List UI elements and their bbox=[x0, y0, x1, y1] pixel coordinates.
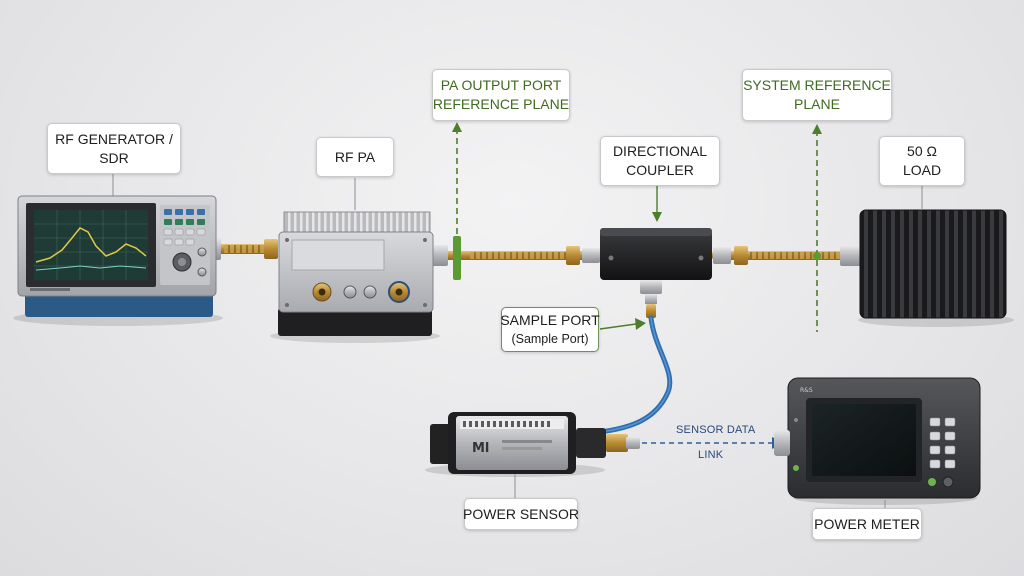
sensor-data-link-label-line-2: LINK bbox=[698, 449, 724, 461]
sample-port-label-arrow bbox=[599, 318, 646, 330]
label-rf-pa-line-1: RF PA bbox=[334, 148, 376, 165]
label-pa-output-line-2: REFERENCE PLANE bbox=[432, 96, 570, 112]
label-system-plane-line-1: SYSTEM REFERENCE bbox=[743, 77, 891, 93]
pa-front-connectors bbox=[312, 281, 410, 303]
pa-output-reference-plane bbox=[452, 122, 462, 280]
generator-keypad bbox=[160, 205, 210, 285]
label-sample-port-line-1: SAMPLE PORT bbox=[500, 311, 600, 328]
label-pa-output-reference-plane: PA OUTPUT PORT REFERENCE PLANE bbox=[432, 69, 570, 121]
label-rf-generator-line-1: RF GENERATOR / bbox=[55, 130, 173, 147]
rf-cable-generator-to-pa bbox=[205, 238, 278, 260]
label-system-reference-plane: SYSTEM REFERENCE PLANE bbox=[742, 69, 892, 121]
generator-spectrum-trace bbox=[35, 227, 147, 263]
directional-coupler-device bbox=[600, 228, 712, 318]
power-sensor-brand-text: Ml bbox=[472, 441, 489, 456]
label-power-sensor: POWER SENSOR bbox=[463, 498, 579, 530]
load-50-ohm-device bbox=[859, 209, 1007, 319]
label-coupler-line-2: COUPLER bbox=[626, 162, 694, 178]
label-sample-port: SAMPLE PORT (Sample Port) bbox=[500, 307, 600, 352]
rf-pa-device bbox=[278, 211, 434, 336]
rf-cable-coupler-to-load bbox=[712, 246, 864, 266]
power-meter-keypad bbox=[929, 417, 956, 469]
label-power-sensor-line-1: POWER SENSOR bbox=[463, 505, 579, 522]
generator-second-trace bbox=[35, 265, 147, 271]
coupler-label-arrow bbox=[652, 186, 662, 222]
label-system-plane-line-2: PLANE bbox=[794, 96, 840, 112]
label-power-meter: POWER METER bbox=[812, 508, 922, 540]
sensor-data-link-label-line-1: SENSOR DATA bbox=[676, 424, 756, 436]
system-reference-plane bbox=[812, 124, 822, 332]
label-rf-generator-sdr: RF GENERATOR / SDR bbox=[47, 123, 181, 174]
label-sample-port-line-2: (Sample Port) bbox=[511, 331, 589, 346]
rf-generator-sdr-device bbox=[17, 195, 217, 317]
label-rf-generator-line-2: SDR bbox=[99, 149, 129, 166]
label-directional-coupler: DIRECTIONAL COUPLER bbox=[600, 136, 720, 186]
label-power-meter-line-1: POWER METER bbox=[814, 515, 920, 532]
power-meter-device: R&S bbox=[774, 377, 981, 499]
power-sensor-device: Ml bbox=[430, 412, 640, 474]
label-load-line-1: 50 Ω bbox=[907, 143, 937, 159]
generator-screen-grid bbox=[34, 210, 148, 280]
rf-cable-pa-to-coupler bbox=[430, 245, 602, 266]
label-leader-lines bbox=[112, 174, 923, 512]
label-50-ohm-load: 50 Ω LOAD bbox=[879, 136, 965, 186]
power-meter-brand-text: R&S bbox=[800, 387, 813, 394]
label-load-line-2: LOAD bbox=[902, 162, 942, 178]
label-rf-pa: RF PA bbox=[316, 137, 394, 177]
label-coupler-line-1: DIRECTIONAL bbox=[612, 143, 708, 159]
sample-port-blue-cable bbox=[597, 315, 673, 435]
label-pa-output-line-1: PA OUTPUT PORT bbox=[440, 77, 562, 93]
